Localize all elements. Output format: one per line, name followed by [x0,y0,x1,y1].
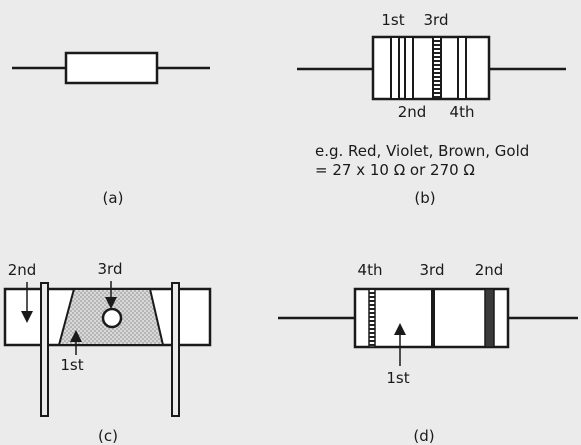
label-c-1st: 1st [60,356,83,374]
label-b-4th: 4th [450,103,475,121]
label-d-4th: 4th [358,261,383,279]
label-b-2nd: 2nd [398,103,427,121]
band-d-4th [368,288,376,348]
resistor-a-body [64,51,159,85]
panel-c: 2nd 3rd 1st (c) [3,260,212,445]
example-line-1: e.g. Red, Violet, Brown, Gold [315,142,529,160]
caption-d: (d) [413,427,434,445]
caption-a: (a) [103,189,124,207]
colour-dot [101,307,123,329]
caption-c: (c) [98,427,118,445]
lead-left [40,282,49,417]
lead-right [171,282,180,417]
band-1st [390,36,400,100]
label-d-1st: 1st [386,369,409,387]
band-2nd [404,36,414,100]
caption-b: (b) [414,189,435,207]
band-3rd [432,36,442,100]
label-d-3rd: 3rd [420,261,445,279]
band-d-3rd [431,289,435,347]
label-c-2nd: 2nd [8,261,37,279]
band-d-2nd [484,288,495,348]
panel-a: (a) [12,51,210,207]
label-c-3rd: 3rd [98,260,123,278]
band-4th [457,36,467,100]
label-b-1st: 1st [381,11,404,29]
label-b-3rd: 3rd [424,11,449,29]
example-line-2: = 27 x 10 Ω or 270 Ω [315,161,475,179]
panel-b: 1st 3rd 2nd 4th e.g. Red, Violet, Brown,… [297,11,566,207]
panel-d: 4th 3rd 2nd 1st (d) [278,261,578,445]
label-d-2nd: 2nd [475,261,504,279]
